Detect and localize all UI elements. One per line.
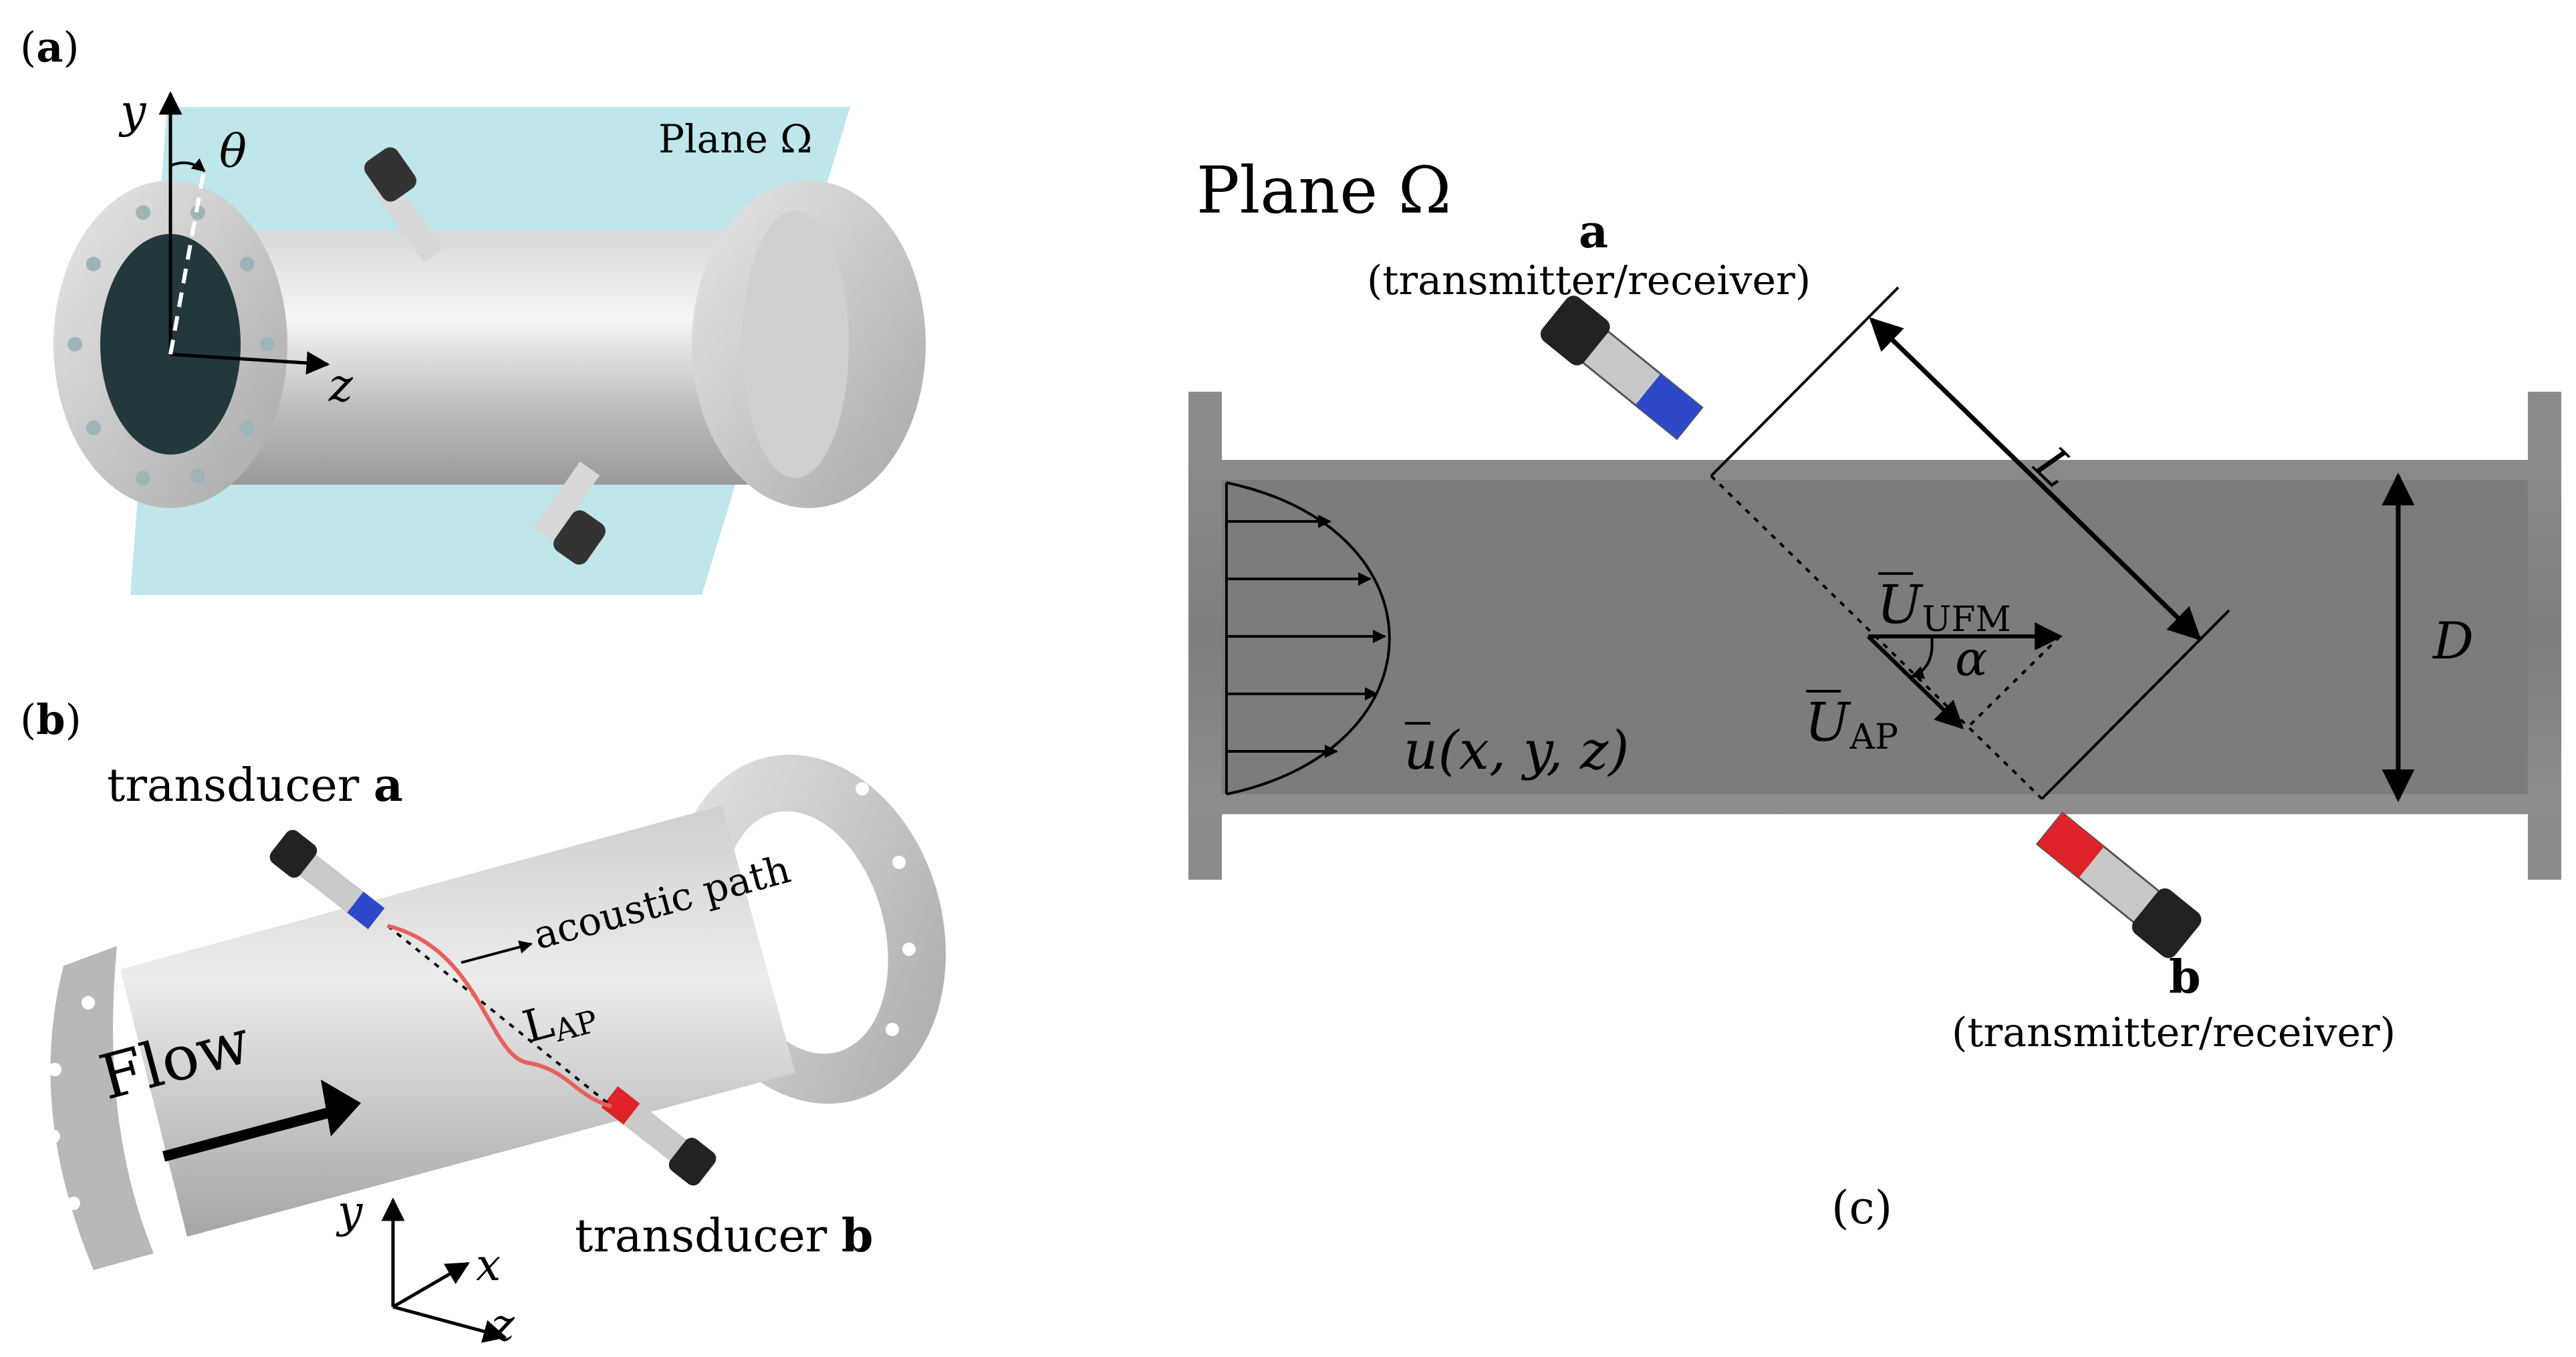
plane-omega-label-c: Plane Ω (1196, 153, 1451, 228)
alpha-arc (1910, 636, 1934, 679)
axis-x-b (392, 1261, 471, 1309)
panel-c-label: (c) (1831, 1182, 1892, 1235)
u-ap-vector (1866, 634, 1964, 729)
velocity-field-label: u(x, y, z) (1404, 719, 1630, 781)
panel-b-label: (b) (20, 695, 82, 744)
axis-y-b-label: y (336, 1186, 363, 1237)
extension-line-a (1710, 286, 1900, 477)
theta-arc (170, 158, 206, 172)
diameter-label: D (2432, 611, 2474, 670)
transducer-b-probe-b (601, 1086, 717, 1186)
probe-top-a (364, 147, 443, 263)
flange-bolt-holes-b (47, 782, 916, 1210)
flow-arrow (162, 1102, 350, 1162)
axis-x-b-label: x (476, 1239, 501, 1291)
theta-reference-dashed (168, 170, 206, 355)
axis-z-b-label: z (491, 1300, 515, 1351)
flange-bolt-holes-a (68, 205, 275, 485)
transducer-a-probe-c (1540, 295, 1704, 441)
transducer-a-probe-b (269, 830, 385, 930)
transducer-b-letter-c: b (2169, 951, 2201, 1004)
probe-bottom-a (533, 461, 606, 565)
extension-line-b (2041, 609, 2230, 800)
pipe-right-flange-rim (742, 211, 849, 478)
alpha-label: α (1955, 630, 1988, 687)
pipe-body-b (120, 806, 795, 1237)
flow-arrow-head (321, 1080, 361, 1136)
pipe-front-flange-b (50, 946, 154, 1270)
projection-dotted (1965, 635, 2061, 730)
panel-c: Plane Ω u(x, y, z) a (transmitter/receiv… (1188, 153, 2561, 1235)
transducer-b-label-b: transducer b (575, 1209, 873, 1263)
transducer-a-role-c: (transmitter/receiver) (1367, 257, 1811, 304)
velocity-profile (1225, 481, 1391, 795)
axis-z-a-label: z (328, 360, 354, 412)
u-ufm-label: UUFM (1877, 574, 2011, 640)
transducer-b-probe-c (2035, 812, 2202, 959)
u-ap-label: UAP (1805, 691, 1898, 757)
axis-z-b (392, 1305, 507, 1343)
theta-label: θ (219, 126, 247, 178)
panel-a: (a) Plane Ω y z θ (20, 23, 926, 595)
transducer-b-role-c: (transmitter/receiver) (1952, 1009, 2396, 1056)
axis-y-a-label: y (118, 86, 147, 138)
length-dimension-arrow (1869, 317, 2202, 641)
panel-a-label: (a) (20, 23, 80, 72)
axis-z-a (170, 351, 330, 375)
pipe-body-a (201, 231, 795, 485)
panel-b: (b) acoustic path LAP (20, 695, 946, 1351)
plane-omega-label-a: Plane Ω (658, 116, 812, 162)
transducer-a-label-b: transducer a (107, 759, 403, 812)
transducer-a-letter-c: a (1579, 205, 1608, 259)
acoustic-path-pointer (461, 940, 533, 964)
acoustic-path-curve (387, 924, 612, 1108)
